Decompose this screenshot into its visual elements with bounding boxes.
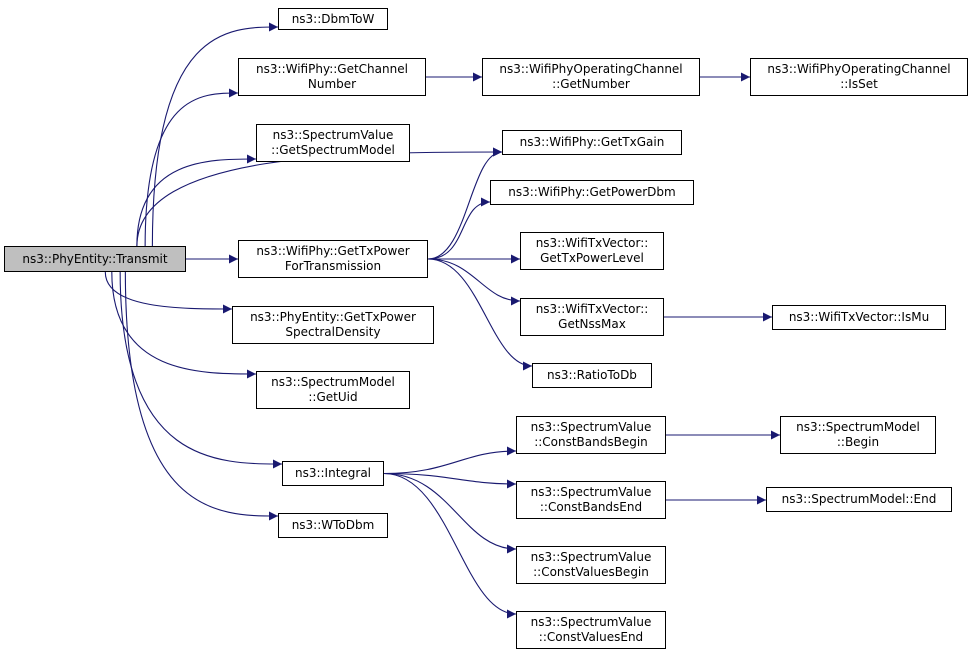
- edge-integral-to-constvaluesbegin: [383, 472, 517, 554]
- node-label-line2: ::ConstValuesEnd: [538, 630, 644, 644]
- node-label-line1: ns3::WifiTxVector::: [535, 236, 649, 250]
- node-label-line2: Number: [307, 77, 357, 91]
- node-label: ns3::WifiPhy::GetPowerDbm: [508, 185, 676, 199]
- node-label-line1: ns3::SpectrumValue: [272, 128, 394, 142]
- node-label-line1: ns3::SpectrumModel: [271, 375, 395, 389]
- node-label-line2: ::GetSpectrumModel: [271, 143, 395, 157]
- node-label-line2: ::IsSet: [840, 77, 878, 91]
- edge-gettxpowerfortx-to-ratiotodb: [427, 258, 533, 371]
- node-label-line1: ns3::PhyEntity::GetTxPower: [250, 310, 416, 324]
- node-spectrumvalue-constbandsbegin[interactable]: ns3::SpectrumValue ::ConstBandsBegin: [516, 416, 666, 454]
- node-label-line2: ForTransmission: [284, 259, 382, 273]
- node-spectrummodel-begin[interactable]: ns3::SpectrumModel ::Begin: [780, 416, 936, 454]
- edge-integral-to-constvaluesend: [383, 472, 517, 619]
- node-label-line2: ::ConstValuesBegin: [533, 565, 649, 579]
- node-label-line2: ::Begin: [836, 435, 880, 449]
- node-wifitxvector-getnssmax[interactable]: ns3::WifiTxVector:: GetNssMax: [520, 298, 664, 336]
- edge-transmit-to-getspectrummodel: [136, 154, 257, 247]
- node-spectrummodel-end[interactable]: ns3::SpectrumModel::End: [766, 487, 952, 512]
- node-phyentity-gettxpowerspectraldensity[interactable]: ns3::PhyEntity::GetTxPower SpectralDensi…: [232, 306, 434, 344]
- node-label-line2: ::GetUid: [308, 390, 358, 404]
- node-label-line1: ns3::WifiPhy::GetChannel: [256, 62, 408, 76]
- node-wifitxvector-gettxpowerlevel[interactable]: ns3::WifiTxVector:: GetTxPowerLevel: [520, 232, 664, 270]
- node-wtodbm[interactable]: ns3::WToDbm: [278, 513, 388, 538]
- node-spectrumvalue-constvaluesend[interactable]: ns3::SpectrumValue ::ConstValuesEnd: [516, 611, 666, 649]
- node-label-line1: ns3::WifiPhy::GetTxPower: [256, 244, 410, 258]
- node-ratiotodb[interactable]: ns3::RatioToDb: [532, 363, 652, 388]
- node-label: ns3::DbmToW: [291, 11, 375, 26]
- node-label-line1: ns3::WifiPhyOperatingChannel: [499, 62, 683, 76]
- edge-transmit-to-gettxgain: [136, 147, 503, 247]
- node-spectrumvalue-getspectrummodel[interactable]: ns3::SpectrumValue ::GetSpectrumModel: [256, 124, 410, 162]
- node-label: ns3::SpectrumModel::End: [781, 492, 937, 506]
- node-label: ns3::WToDbm: [291, 518, 375, 532]
- edge-transmit-to-gettxpowerspectral: [104, 271, 233, 314]
- node-label-line1: ns3::SpectrumValue: [530, 485, 652, 499]
- node-label-line1: ns3::WifiTxVector::: [535, 302, 649, 316]
- node-label-line2: GetTxPowerLevel: [540, 251, 644, 265]
- node-label: ns3::Integral: [294, 466, 372, 480]
- node-wifiphy-gettxgain[interactable]: ns3::WifiPhy::GetTxGain: [502, 130, 682, 155]
- node-spectrumvalue-constbandsend[interactable]: ns3::SpectrumValue ::ConstBandsEnd: [516, 481, 666, 519]
- node-label-line2: ::ConstBandsEnd: [539, 500, 643, 514]
- node-label-line2: SpectralDensity: [285, 325, 381, 339]
- node-label-line2: GetNssMax: [558, 317, 626, 331]
- node-wifiphy-getchannelnumber[interactable]: ns3::WifiPhy::GetChannel Number: [238, 58, 426, 96]
- node-wifiphyoperatingchannel-getnumber[interactable]: ns3::WifiPhyOperatingChannel ::GetNumber: [482, 58, 700, 96]
- node-wifiphy-getpowerdbm[interactable]: ns3::WifiPhy::GetPowerDbm: [490, 180, 694, 205]
- node-spectrummodel-getuid[interactable]: ns3::SpectrumModel ::GetUid: [256, 371, 410, 409]
- node-label: ns3::PhyEntity::Transmit: [22, 251, 168, 266]
- node-label-line2: ::ConstBandsBegin: [534, 435, 648, 449]
- node-wifiphyoperatingchannel-isset[interactable]: ns3::WifiPhyOperatingChannel ::IsSet: [750, 58, 968, 96]
- node-label: ns3::RatioToDb: [547, 368, 637, 382]
- node-wifiphy-gettxpowerfortransmission[interactable]: ns3::WifiPhy::GetTxPower ForTransmission: [238, 240, 428, 278]
- edge-transmit-to-getchannelnumber: [144, 88, 239, 247]
- edge-gettxpowerfortx-to-getpowerdbm: [427, 197, 491, 260]
- node-label: ns3::WifiTxVector::IsMu: [788, 310, 930, 324]
- edge-integral-to-constbandsbegin: [383, 446, 517, 475]
- node-phyentity-transmit: ns3::PhyEntity::Transmit: [4, 246, 186, 272]
- edge-transmit-to-integral: [119, 271, 283, 469]
- edge-transmit-to-dbmtow: [151, 22, 279, 247]
- node-label-line2: ::GetNumber: [552, 77, 630, 91]
- node-label-line1: ns3::WifiPhyOperatingChannel: [767, 62, 951, 76]
- node-label-line1: ns3::SpectrumValue: [530, 420, 652, 434]
- node-integral[interactable]: ns3::Integral: [282, 461, 384, 486]
- edge-gettxpowerfortx-to-gettxgain: [427, 147, 503, 260]
- node-label: ns3::WifiPhy::GetTxGain: [519, 135, 665, 149]
- edge-transmit-to-getuid: [111, 271, 257, 379]
- node-dbmtow[interactable]: ns3::DbmToW: [278, 8, 388, 30]
- node-wifitxvector-ismu[interactable]: ns3::WifiTxVector::IsMu: [772, 305, 946, 330]
- edge-gettxpowerfortx-to-getnssmax: [427, 258, 521, 306]
- edge-integral-to-constbandsend: [383, 472, 517, 489]
- edge-transmit-to-wtodbm: [124, 271, 279, 521]
- node-spectrumvalue-constvaluesbegin[interactable]: ns3::SpectrumValue ::ConstValuesBegin: [516, 546, 666, 584]
- node-label-line1: ns3::SpectrumModel: [796, 420, 920, 434]
- node-label-line1: ns3::SpectrumValue: [530, 615, 652, 629]
- node-label-line1: ns3::SpectrumValue: [530, 550, 652, 564]
